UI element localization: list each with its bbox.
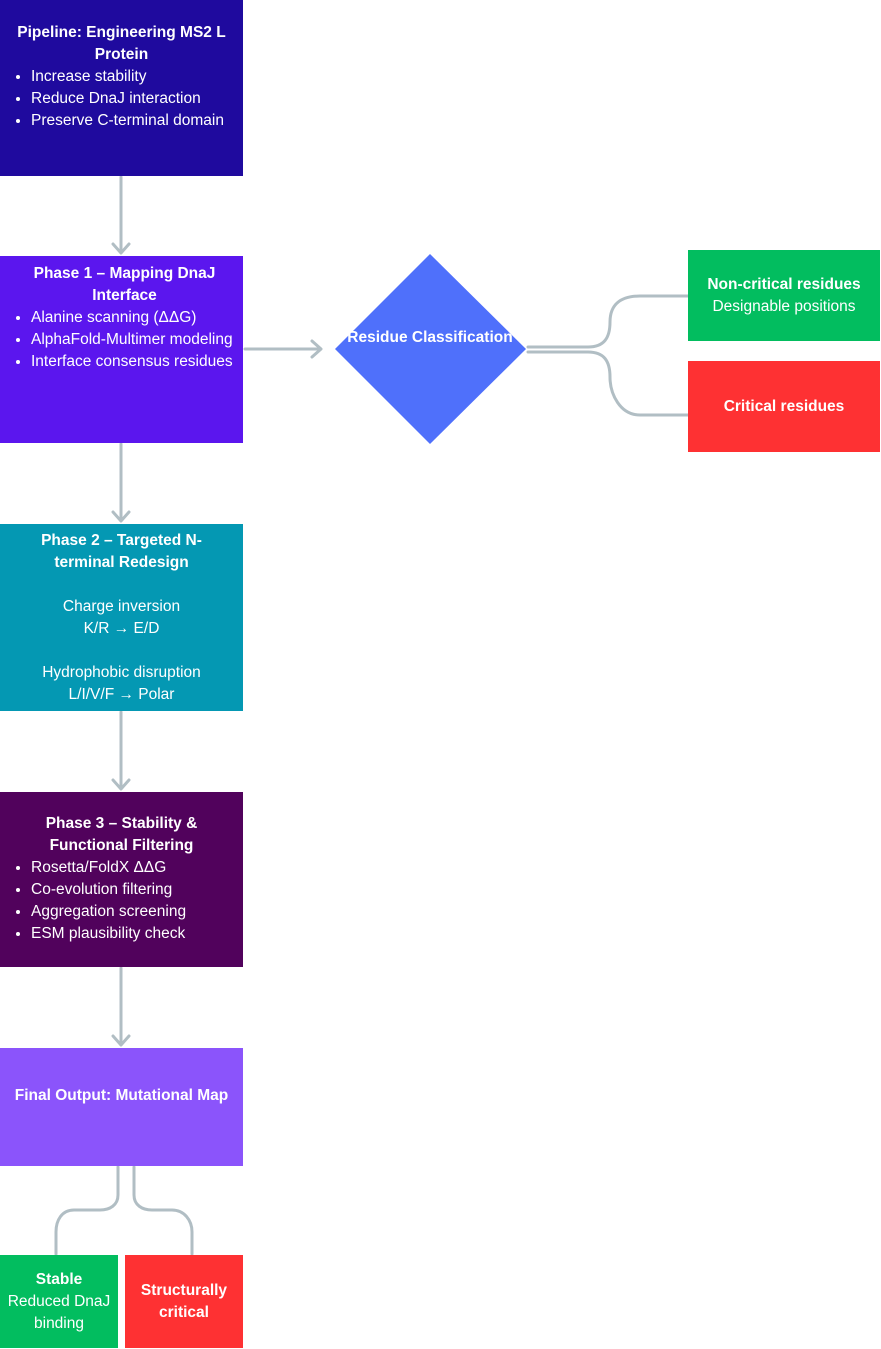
classification-diamond [335, 254, 526, 444]
list-item: Increase stability [31, 66, 233, 88]
noncritical-node: Non-critical residues Designable positio… [688, 250, 880, 341]
final-node: Final Output: Mutational Map [0, 1048, 243, 1166]
noncritical-subtitle: Designable positions [712, 298, 856, 315]
arrowhead-phase3 [111, 778, 131, 791]
list-item: ESM plausibility check [31, 923, 233, 945]
structural-node: Structurally critical [125, 1255, 243, 1348]
arrowhead-phase1 [111, 242, 131, 255]
critical-title: Critical residues [723, 398, 845, 415]
list-item: Rosetta/FoldX ΔΔG [31, 857, 233, 879]
list-item: Aggregation screening [31, 901, 233, 923]
noncritical-title: Non-critical residues [707, 276, 861, 293]
phase2-charge-label: Charge inversion [62, 598, 181, 615]
pipeline-list: Increase stability Reduce DnaJ interacti… [0, 66, 233, 132]
phase3-list: Rosetta/FoldX ΔΔG Co-evolution filtering… [0, 857, 233, 945]
list-item: Reduce DnaJ interaction [31, 88, 233, 110]
phase2-hydrophobic-label: Hydrophobic disruption [42, 664, 201, 681]
branch-to-noncritical [526, 294, 690, 349]
stable-node: Stable Reduced DnaJ binding [0, 1255, 118, 1348]
pipeline-node: Pipeline: Engineering MS2 L Protein Incr… [0, 0, 243, 176]
classification-label: Residue Classification [347, 329, 513, 346]
phase3-title: Phase 3 – Stability & Functional Filteri… [45, 815, 198, 854]
stable-subtitle: Reduced DnaJ binding [7, 1293, 111, 1332]
phase1-node: Phase 1 – Mapping DnaJ Interface Alanine… [0, 256, 243, 443]
phase1-title: Phase 1 – Mapping DnaJ Interface [33, 265, 216, 304]
arrowhead-phase2 [111, 510, 131, 523]
final-title: Final Output: Mutational Map [14, 1087, 229, 1104]
phase2-charge-rule: K/R → E/D [83, 620, 160, 637]
branch-to-critical [526, 350, 690, 417]
phase2-title: Phase 2 – Targeted N-terminal Redesign [41, 532, 202, 571]
pipeline-title: Pipeline: Engineering MS2 L Protein [17, 24, 226, 63]
list-item: Alanine scanning (ΔΔG) [31, 307, 233, 329]
branch-to-stable [54, 1165, 120, 1256]
phase2-node: Phase 2 – Targeted N-terminal Redesign C… [0, 524, 243, 711]
phase2-hydrophobic-rule: L/I/V/F → Polar [68, 686, 175, 703]
stable-title: Stable [35, 1271, 83, 1288]
phase1-list: Alanine scanning (ΔΔG) AlphaFold-Multime… [0, 307, 233, 373]
structural-title: Structurally critical [140, 1282, 228, 1321]
arrowhead-classification [310, 339, 323, 359]
list-item: Co-evolution filtering [31, 879, 233, 901]
list-item: AlphaFold-Multimer modeling [31, 329, 233, 351]
phase3-node: Phase 3 – Stability & Functional Filteri… [0, 792, 243, 967]
list-item: Preserve C-terminal domain [31, 110, 233, 132]
list-item: Interface consensus residues [31, 351, 233, 373]
critical-node: Critical residues [688, 361, 880, 452]
branch-to-structural [132, 1165, 194, 1256]
arrowhead-final [111, 1034, 131, 1047]
